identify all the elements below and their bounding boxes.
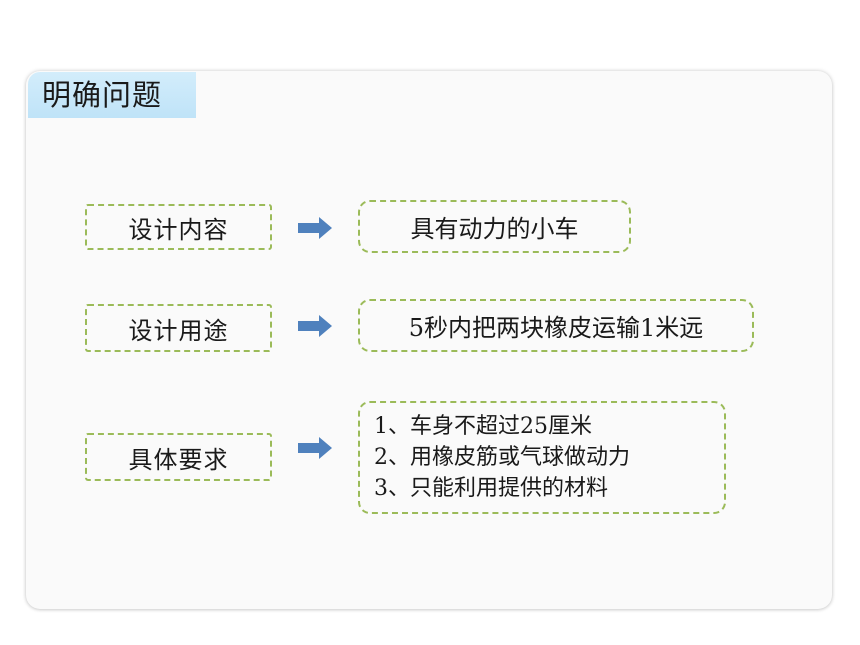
requirement-item: 2、用橡皮筋或气球做动力 [374, 445, 630, 470]
requirements-box: 1、车身不超过25厘米 2、用橡皮筋或气球做动力 3、只能利用提供的材料 [358, 401, 726, 514]
value-box-design-purpose: 5秒内把两块橡皮运输1米远 [358, 299, 754, 352]
requirement-item: 1、车身不超过25厘米 [374, 414, 592, 439]
value-box-design-content: 具有动力的小车 [358, 200, 631, 253]
label-box-design-content: 设计内容 [85, 204, 272, 250]
section-title: 明确问题 [28, 72, 196, 118]
label-box-requirements: 具体要求 [85, 433, 272, 481]
right-arrow-icon [298, 315, 332, 337]
requirement-item: 3、只能利用提供的材料 [374, 476, 608, 501]
label-box-design-purpose: 设计用途 [85, 304, 272, 352]
right-arrow-icon [298, 217, 332, 239]
right-arrow-icon [298, 437, 332, 459]
